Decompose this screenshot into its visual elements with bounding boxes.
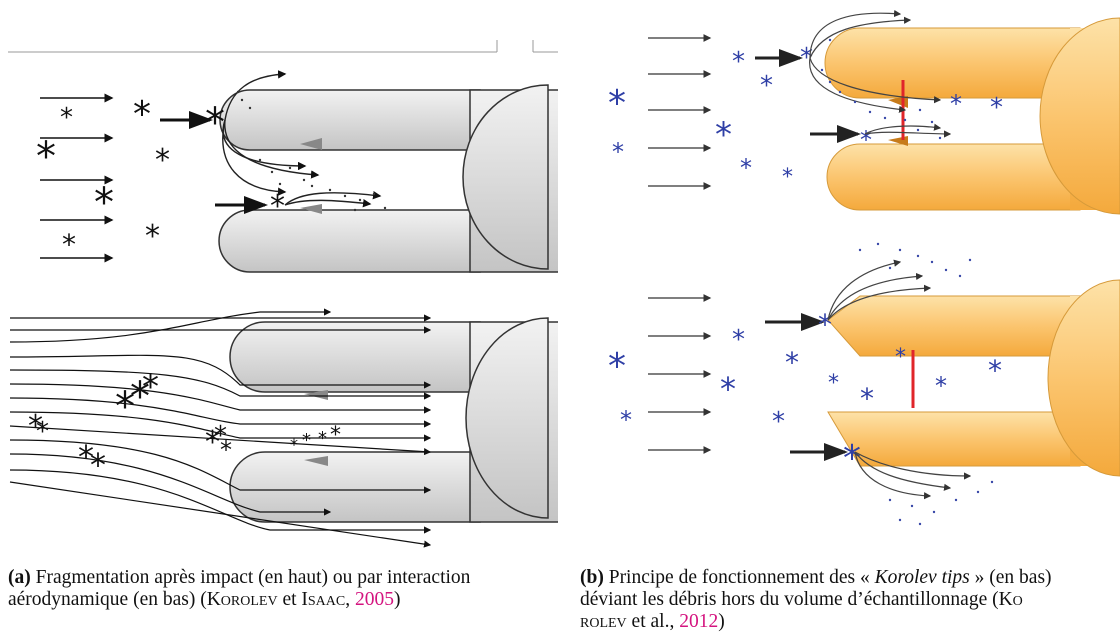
svg-text:*: *	[935, 372, 947, 400]
caption-a-and: et	[277, 589, 302, 610]
probe-top-b	[824, 17, 1120, 215]
probe-top-a	[218, 84, 561, 273]
caption-b-etal: et al.,	[626, 611, 680, 632]
caption-b-line3: rolev et al., 2012)	[580, 611, 1120, 633]
caption-b-line2: déviant les débris hors du volume d’écha…	[580, 589, 1120, 611]
probe-bottom-a	[229, 317, 561, 523]
ice-crystals-bottom-a: * * * * * * * * * * * * * *	[28, 367, 341, 484]
svg-text:*: *	[290, 435, 298, 454]
caption-a-line2: aérodynamique (en bas) (Korolev et Isaac…	[8, 589, 563, 611]
svg-text:*: *	[60, 103, 73, 133]
svg-text:*: *	[270, 189, 285, 224]
impact-arrows-bottom-b	[765, 313, 848, 461]
svg-text:*: *	[608, 83, 626, 124]
caption-b-line1: (b) Principe de fonctionnement des « Kor…	[580, 567, 1120, 589]
svg-text:*: *	[843, 438, 861, 479]
svg-text:*: *	[36, 134, 56, 180]
airflow-arrows-top-a	[40, 93, 114, 263]
svg-text:*: *	[318, 428, 327, 449]
caption-b-citation-year-link[interactable]: 2012	[679, 611, 719, 632]
caption-b-close: )	[718, 611, 725, 632]
caption-a-letter: (a)	[8, 567, 31, 588]
svg-text:*: *	[608, 346, 626, 387]
caption-a-line1: (a) Fragmentation après impact (en haut)…	[8, 567, 563, 589]
caption-b-text-line1-post: » (en bas)	[969, 567, 1052, 588]
svg-text:*: *	[732, 325, 745, 355]
svg-text:*: *	[36, 417, 49, 447]
figure-b-illustration: * * * * * * * * * * *	[608, 9, 1120, 526]
caption-a: (a) Fragmentation après impact (en haut)…	[8, 567, 563, 611]
svg-text:*: *	[895, 345, 906, 370]
fragment-trajectories-top-a	[222, 70, 382, 208]
airflow-arrows-top-b	[648, 34, 712, 190]
figure-panel-a: * * * * * * * * *	[0, 0, 561, 560]
airflow-arrows-bottom-b	[648, 294, 712, 454]
debris-dots-top-a	[236, 90, 387, 212]
svg-text:*: *	[214, 421, 227, 451]
svg-text:*: *	[130, 374, 150, 420]
svg-text:*: *	[785, 346, 799, 379]
impact-arrows-top-b	[755, 49, 861, 143]
streamlines-bottom-a	[9, 308, 432, 548]
svg-text:*: *	[28, 409, 43, 444]
fragment-trajectories-bottom-b	[827, 259, 972, 500]
caption-a-author1: Korolev	[206, 589, 278, 610]
probe-bottom-b	[827, 279, 1120, 477]
caption-a-text-line1: Fragmentation après impact (en haut) ou …	[35, 567, 471, 588]
caption-b-letter: (b)	[580, 567, 604, 588]
caption-b-emphasis: Korolev tips	[874, 567, 970, 588]
svg-text:*: *	[142, 367, 159, 407]
svg-text:*: *	[860, 382, 874, 415]
svg-text:*: *	[78, 438, 94, 476]
svg-text:*: *	[988, 354, 1002, 387]
svg-text:*: *	[828, 371, 839, 396]
caption-b-text-line2: déviant les débris hors du volume d’écha…	[580, 589, 999, 610]
svg-text:*: *	[715, 115, 732, 155]
caption-a-text-line2: aérodynamique (en bas) (	[8, 589, 207, 610]
svg-text:*: *	[760, 71, 773, 101]
caption-b: (b) Principe de fonctionnement des « Kor…	[580, 567, 1120, 633]
caption-b-text-line1-pre: Principe de fonctionnement des «	[608, 567, 875, 588]
svg-text:*: *	[155, 143, 170, 178]
svg-text:*: *	[772, 407, 785, 437]
svg-text:*: *	[133, 94, 151, 135]
svg-text:*: *	[720, 370, 736, 408]
svg-text:*: *	[62, 228, 76, 261]
caption-b-author-end: rolev	[580, 611, 627, 632]
svg-text:*: *	[950, 90, 962, 118]
svg-text:*: *	[205, 100, 225, 146]
svg-text:*: *	[145, 219, 160, 254]
svg-text:*: *	[205, 425, 220, 460]
figure-a-illustration: * * * * * * * * *	[8, 0, 561, 560]
svg-text:*: *	[330, 423, 341, 448]
svg-text:*: *	[740, 154, 752, 182]
svg-text:*: *	[782, 165, 793, 190]
caption-a-author2: Isaac	[301, 589, 346, 610]
svg-text:*: *	[612, 138, 624, 166]
svg-text:*: *	[620, 406, 632, 434]
svg-text:*: *	[732, 47, 745, 77]
svg-text:*: *	[94, 180, 114, 226]
ice-crystals-top-b: * * * * * * * * * * *	[608, 43, 1003, 190]
ice-crystals-top-a: * * * * * * * * *	[36, 94, 285, 261]
debris-dots-bottom-b	[858, 242, 994, 526]
debris-dots-top-b	[820, 38, 942, 140]
svg-text:*: *	[220, 436, 232, 464]
caption-a-citation-year-link[interactable]: 2005	[355, 589, 394, 610]
svg-text:*: *	[990, 93, 1003, 123]
impact-arrows-a	[160, 111, 268, 214]
svg-text:*: *	[115, 384, 135, 430]
svg-text:*: *	[302, 430, 311, 451]
figure-panel-b: * * * * * * * * * * *	[560, 0, 1120, 560]
svg-text:*: *	[90, 446, 106, 484]
caption-a-close: )	[394, 589, 401, 610]
ice-crystals-bottom-b: * * * * * * * * * * * * *	[608, 308, 1002, 479]
caption-b-author-start: Ko	[998, 589, 1023, 610]
fragment-trajectories-top-b	[809, 9, 952, 138]
svg-text:*: *	[860, 126, 872, 154]
caption-a-sep: ,	[345, 589, 355, 610]
